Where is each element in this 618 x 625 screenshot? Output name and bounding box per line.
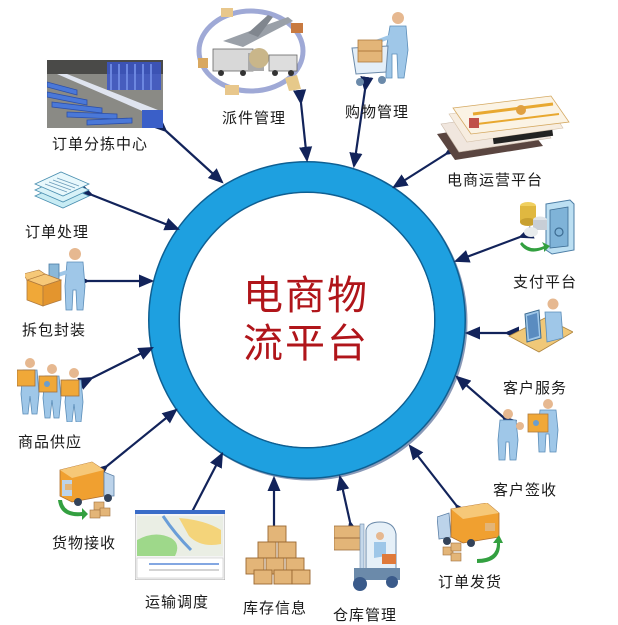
connector-supply: [77, 347, 154, 390]
document-stack-icon: [34, 171, 90, 209]
node-label: 库存信息: [243, 599, 308, 617]
coins-safe-icon: [520, 199, 575, 255]
connector-dispatch: [293, 89, 313, 163]
connector-warehouse: [336, 474, 360, 537]
center-title-line1: 电商物: [243, 273, 369, 319]
node-label: 购物管理: [345, 103, 410, 121]
people-carrying-boxes-icon: [17, 358, 84, 422]
map-screenshot-image: [135, 510, 225, 580]
ring: [149, 162, 465, 478]
node-label: 支付平台: [513, 273, 578, 291]
connector-order-processing: [77, 184, 181, 231]
node-label: 客户签收: [493, 481, 558, 499]
connector-sorting-center: [151, 117, 224, 184]
node-label: 派件管理: [222, 109, 287, 127]
connector-payment: [453, 226, 535, 263]
node-label: 订单发货: [438, 573, 503, 591]
package-handover-icon: [497, 399, 559, 461]
conveyor-image: [47, 60, 163, 128]
node-label: 仓库管理: [333, 606, 398, 624]
node-label: 商品供应: [18, 433, 83, 451]
person-at-computer-icon: [508, 298, 573, 353]
center-title: 电商物 流平台: [228, 272, 384, 368]
node-label: 货物接收: [52, 534, 117, 552]
connector-goods-receipt: [92, 408, 178, 480]
delivery-truck-in-icon: [58, 461, 115, 520]
node-label: 订单处理: [25, 223, 90, 241]
connector-order-shipping: [408, 444, 470, 520]
shopping-cart-person-icon: [351, 12, 409, 86]
connector-shopping: [349, 75, 374, 169]
web-pages-stack-icon: [437, 95, 570, 160]
airplane-truck-cycle-image: [196, 8, 306, 95]
ring-inner: [180, 193, 434, 447]
node-label: 电商运营平台: [447, 171, 544, 189]
connector-ecommerce-ops: [392, 141, 461, 189]
box-pyramid-icon: [245, 525, 311, 585]
node-label: 订单分拣中心: [52, 135, 149, 153]
node-label: 运输调度: [145, 593, 210, 611]
node-label: 客户服务: [503, 379, 568, 397]
delivery-truck-out-icon: [437, 503, 503, 563]
center-title-line2: 流平台: [243, 321, 369, 367]
node-label: 拆包封装: [22, 321, 87, 339]
person-packing-box-icon: [25, 248, 86, 311]
connector-customer-sign: [455, 375, 518, 431]
forklift-icon: [334, 521, 400, 591]
connector-transport: [181, 452, 224, 525]
